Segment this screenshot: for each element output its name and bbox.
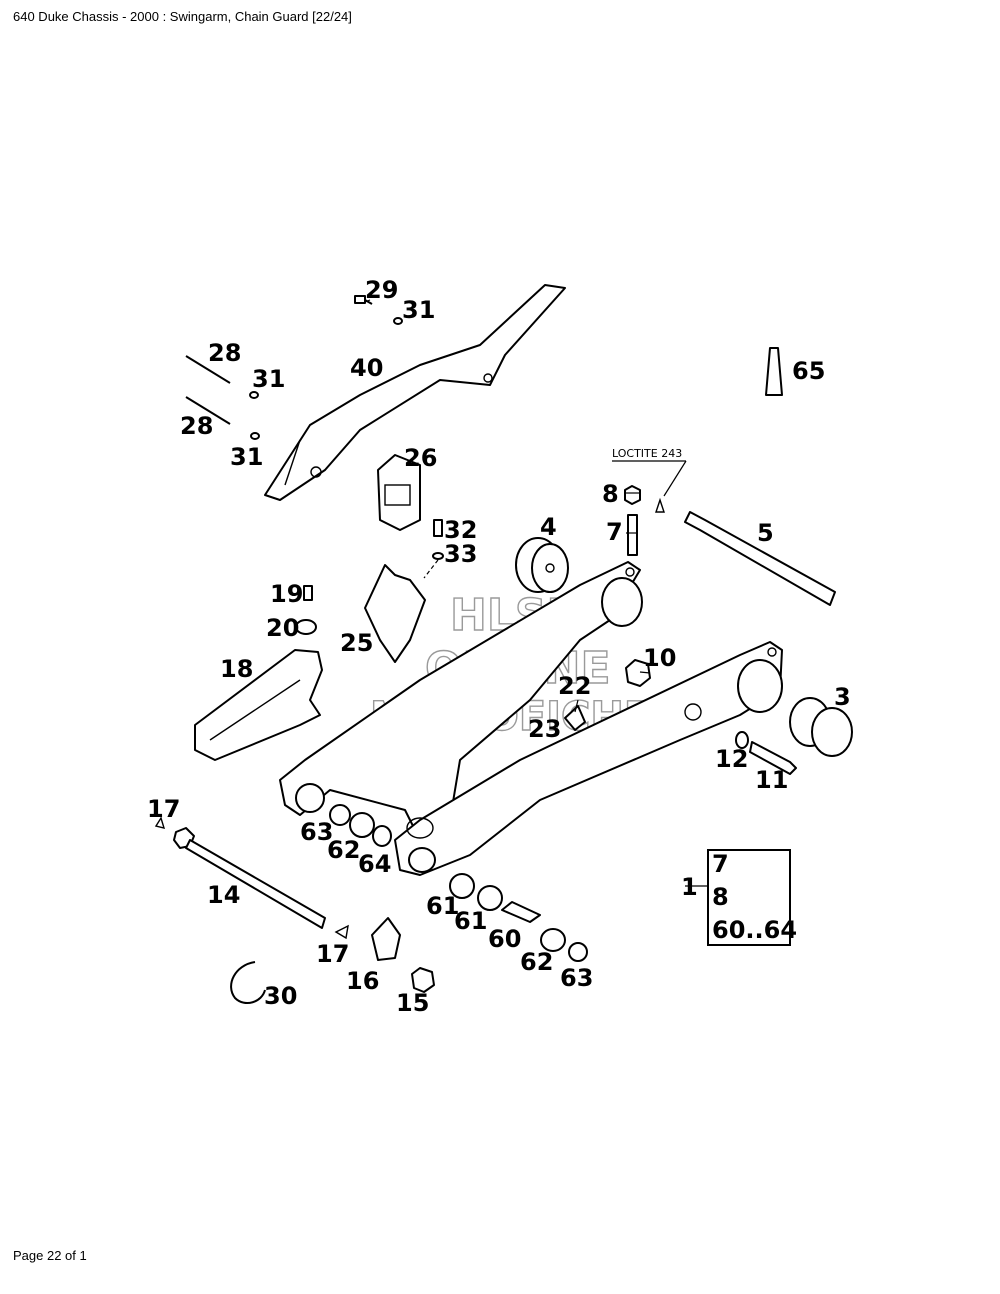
right-bushing-parts [449, 873, 588, 962]
chain-adjuster-parts [735, 697, 853, 775]
callout-1: 1 [681, 873, 698, 901]
left-bushing-parts [329, 804, 392, 847]
callout-28: 28 [208, 339, 241, 367]
callout-17: 17 [316, 940, 349, 968]
callout-64: 64 [358, 850, 391, 878]
callout-61: 61 [426, 892, 459, 920]
callout-19: 19 [270, 580, 303, 608]
page-title: 640 Duke Chassis - 2000 : Swingarm, Chai… [13, 9, 352, 24]
callout-4: 4 [540, 513, 557, 541]
chain-guide-part [194, 649, 323, 761]
callout-15: 15 [396, 989, 429, 1017]
callout-16: 16 [346, 967, 379, 995]
bolt-parts [185, 295, 403, 440]
callout-65: 65 [792, 357, 825, 385]
callout-31: 31 [230, 443, 263, 471]
chain-roller-part [515, 537, 569, 593]
leader-lines [364, 299, 708, 887]
callout-61: 61 [454, 907, 487, 935]
circlip-part [230, 961, 266, 1005]
callout-11: 11 [755, 766, 788, 794]
callout-62: 62 [520, 948, 553, 976]
page-number: Page 22 of 1 [13, 1248, 87, 1263]
kit-item: 7 [712, 850, 729, 878]
guard-screw-parts [295, 585, 317, 635]
callout-labels: 29 31 28 31 40 28 31 65 26 8 7 5 4 32 33… [147, 276, 851, 1017]
swingarm-part [279, 561, 783, 876]
callout-18: 18 [220, 655, 253, 683]
chain-slider-block-part [377, 454, 421, 531]
callout-26: 26 [404, 444, 437, 472]
tube-part [765, 347, 783, 396]
callout-62: 62 [327, 836, 360, 864]
callout-32: 32 [444, 516, 477, 544]
callout-7: 7 [606, 518, 623, 546]
kit-contents-box: 1 7 8 60..64 [681, 849, 797, 946]
callout-40: 40 [350, 354, 383, 382]
callout-5: 5 [757, 519, 774, 547]
callout-17: 17 [147, 795, 180, 823]
pivot-shaft-part [154, 816, 349, 940]
callout-8: 8 [602, 480, 619, 508]
callout-25: 25 [340, 629, 373, 657]
callout-33: 33 [444, 540, 477, 568]
bracket-part [364, 564, 426, 663]
callout-60: 60 [488, 925, 521, 953]
pivot-plate-parts [371, 917, 435, 993]
svg-text:LOCTITE 243: LOCTITE 243 [612, 447, 682, 460]
callout-20: 20 [266, 614, 299, 642]
callout-30: 30 [264, 982, 297, 1010]
kit-item: 8 [712, 883, 729, 911]
small-screw-parts [423, 519, 444, 579]
axle-parts [624, 485, 836, 606]
swingarm-hardware-parts [564, 659, 651, 731]
callout-14: 14 [207, 881, 240, 909]
callout-31: 31 [402, 296, 435, 324]
kit-item: 60..64 [712, 916, 797, 944]
callout-3: 3 [834, 683, 851, 711]
callout-63: 63 [560, 964, 593, 992]
chain-guard-part [264, 284, 566, 501]
callout-10: 10 [643, 644, 676, 672]
callout-23: 23 [528, 715, 561, 743]
callout-29: 29 [365, 276, 398, 304]
loctite-note: LOCTITE 243 [612, 447, 687, 497]
callout-12: 12 [715, 745, 748, 773]
callout-22: 22 [558, 672, 591, 700]
callout-31: 31 [252, 365, 285, 393]
callout-28: 28 [180, 412, 213, 440]
callout-63: 63 [300, 818, 333, 846]
